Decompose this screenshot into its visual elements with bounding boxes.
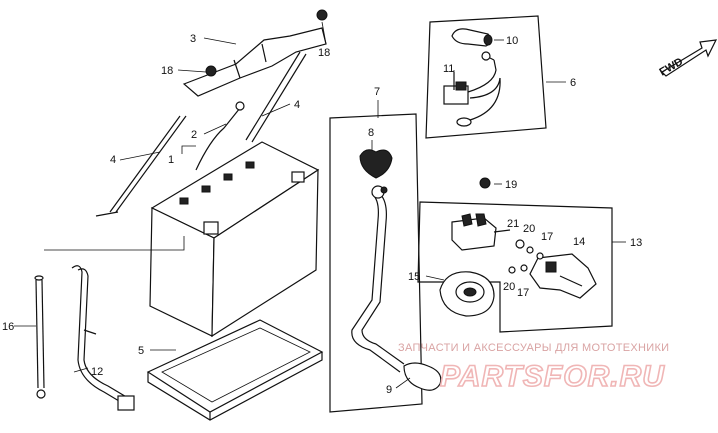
positive-cable-box xyxy=(329,113,442,413)
nut-19 xyxy=(479,177,491,189)
watermark-brand: PARTSFOR.RU xyxy=(440,360,665,393)
watermark-tagline: ЗАПЧАСТИ И АКСЕССУАРЫ ДЛЯ МОТОТЕХНИКИ xyxy=(398,342,669,354)
callout-13: 13 xyxy=(630,237,642,249)
callout-18b: 18 xyxy=(318,47,330,59)
callout-17b: 17 xyxy=(517,287,529,299)
fwd-arrow-icon: FWD xyxy=(658,39,718,79)
callout-17a: 17 xyxy=(541,231,553,243)
callout-1: 1 xyxy=(168,154,174,166)
callout-14: 14 xyxy=(573,236,585,248)
callout-11: 11 xyxy=(443,63,454,75)
fwd-label: FWD xyxy=(658,56,686,79)
callout-7: 7 xyxy=(374,86,380,98)
callout-9: 9 xyxy=(386,384,392,396)
callout-labels: 3 18 18 4 2 1 4 7 8 9 10 11 6 19 21 20 1… xyxy=(2,33,642,396)
callout-10: 10 xyxy=(506,35,518,47)
leader-lines xyxy=(14,21,626,389)
starter-relay-box xyxy=(425,15,547,139)
watermark: ЗАПЧАСТИ И АКСЕССУАРЫ ДЛЯ МОТОТЕХНИКИ PA… xyxy=(398,342,669,394)
callout-21: 21 xyxy=(507,218,519,230)
negative-cable xyxy=(71,265,135,411)
callout-2: 2 xyxy=(191,129,197,141)
callout-15: 15 xyxy=(408,271,420,283)
regulator-box xyxy=(417,201,613,333)
callout-20b: 20 xyxy=(503,281,515,293)
callout-4a: 4 xyxy=(110,154,116,166)
callout-4b: 4 xyxy=(294,99,300,111)
battery xyxy=(149,101,320,338)
callout-18a: 18 xyxy=(161,65,173,77)
callout-19: 19 xyxy=(505,179,517,191)
breather-tube xyxy=(34,275,46,399)
callout-12: 12 xyxy=(91,366,103,378)
callout-8: 8 xyxy=(368,127,374,139)
battery-tray xyxy=(146,319,324,421)
callout-6: 6 xyxy=(570,77,576,89)
callout-16: 16 xyxy=(2,321,14,333)
callout-3: 3 xyxy=(190,33,196,45)
callout-20a: 20 xyxy=(523,223,535,235)
callout-5: 5 xyxy=(138,345,144,357)
